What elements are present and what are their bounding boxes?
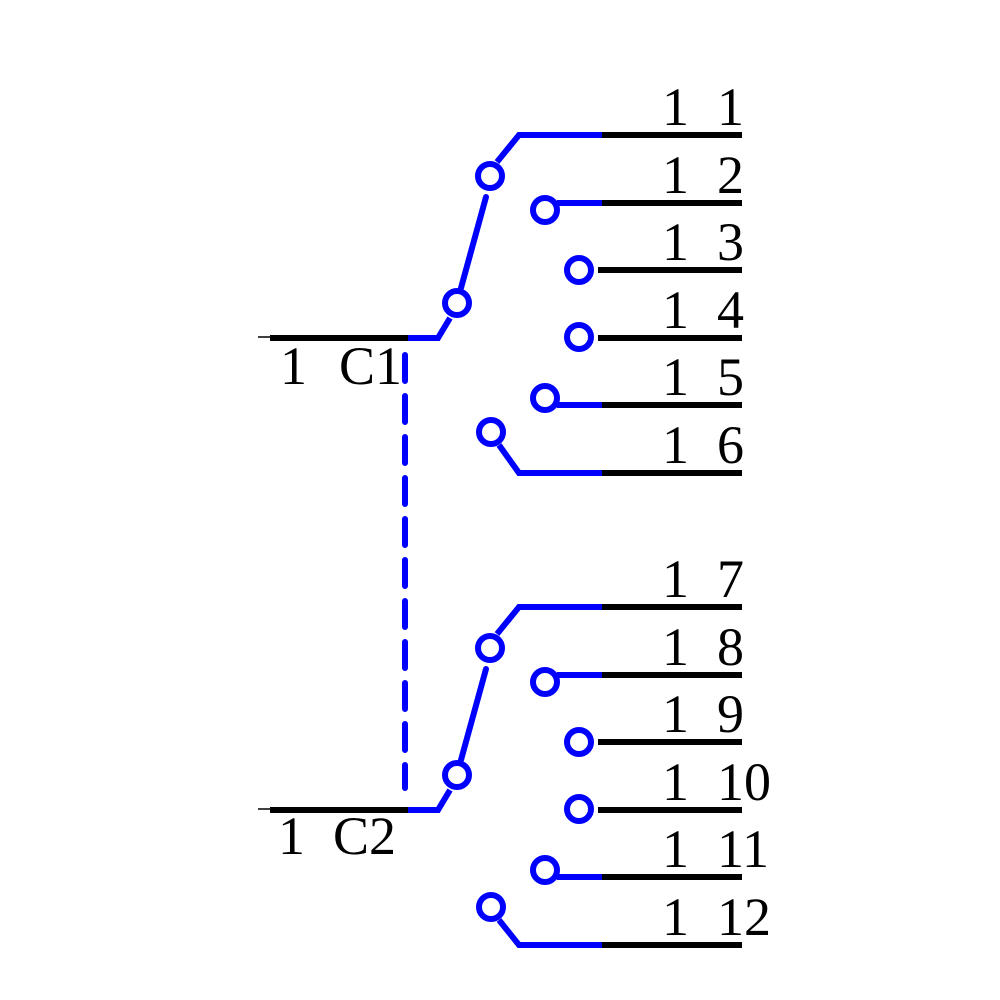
common-label-name: C2 — [333, 806, 397, 866]
switch-deck-1 — [270, 132, 742, 476]
pivot-contact-c1 — [442, 288, 472, 318]
common-label-c1: 1 C1 — [226, 285, 402, 447]
common-label-prefix: 1 — [280, 336, 307, 396]
contact-7 — [475, 633, 505, 663]
contact-11 — [530, 855, 560, 885]
wiper-arm-c2 — [458, 666, 489, 763]
contact-5 — [530, 383, 560, 413]
contact-2 — [530, 195, 560, 225]
contact-1 — [475, 161, 505, 191]
switch-deck-2 — [270, 604, 742, 948]
contact-8 — [530, 667, 560, 697]
common-label-prefix: 1 — [278, 806, 305, 866]
common-lead-c1 — [408, 316, 453, 341]
lead-1 — [494, 132, 602, 164]
contact-9 — [564, 727, 594, 757]
common-lead-c2 — [408, 788, 453, 813]
contact-12 — [476, 892, 506, 922]
lead-7 — [494, 604, 602, 636]
common-label-name: C1 — [339, 336, 403, 396]
common-label-c2: 1 C2 — [224, 755, 396, 917]
lead-6 — [496, 443, 602, 476]
pivot-contact-c2 — [442, 760, 472, 790]
contact-4 — [564, 322, 594, 352]
lead-12 — [496, 918, 602, 948]
pin-end-markers — [258, 336, 270, 810]
contact-6 — [476, 417, 506, 447]
contact-10 — [564, 794, 594, 824]
wiper-arm-c1 — [458, 194, 489, 291]
contact-3 — [564, 255, 594, 285]
